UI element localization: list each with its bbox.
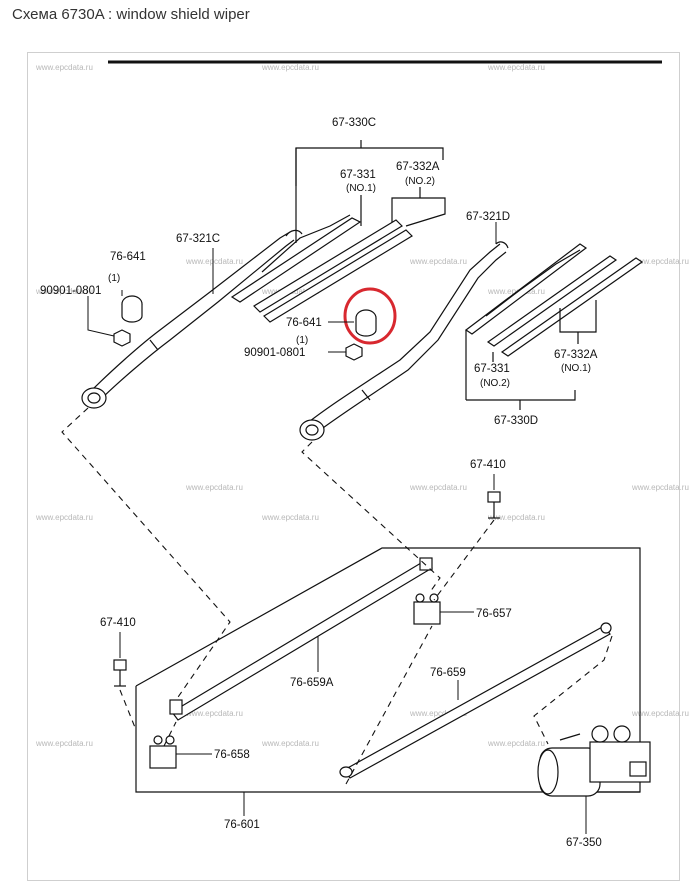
part-labels: 67-330C 67-331 (NO.1) 67-332A (NO.2) 67-…	[40, 117, 602, 849]
cap-76-641-left	[121, 295, 143, 323]
watermark: www.epcdata.ru	[487, 513, 545, 522]
label-76-641-left: 76-641	[110, 251, 146, 263]
bolt-67-410-top	[487, 491, 501, 519]
wiper-blade-assembly-right	[464, 243, 644, 410]
watermark: www.epcdata.ru	[261, 63, 319, 72]
page-title: Схема 6730A : window shield wiper	[12, 6, 250, 23]
dashed-guides	[61, 407, 613, 785]
watermark: www.epcdata.ru	[261, 739, 319, 748]
label-67-332A-no2: 67-332A	[396, 161, 440, 173]
label-76-657: 76-657	[476, 608, 512, 620]
label-67-330D: 67-330D	[494, 415, 538, 427]
label-76-659A: 76-659A	[290, 677, 334, 689]
watermark: www.epcdata.ru	[631, 483, 689, 492]
label-67-331-no1-qty: (NO.1)	[346, 183, 376, 194]
watermark: www.epcdata.ru	[631, 257, 689, 266]
watermark: www.epcdata.ru	[185, 483, 243, 492]
watermark: www.epcdata.ru	[409, 709, 467, 718]
label-90901-0801-left: 90901-0801	[40, 285, 101, 297]
label-67-350: 67-350	[566, 837, 602, 849]
wiper-arm-right	[299, 241, 509, 441]
watermark: www.epcdata.ru	[35, 287, 93, 296]
label-67-332A-no2-qty: (NO.2)	[405, 176, 435, 187]
label-67-321C: 67-321C	[176, 233, 220, 245]
wiper-arm-left	[81, 229, 303, 409]
watermark: www.epcdata.ru	[185, 709, 243, 718]
label-67-331-no2: 67-331	[474, 363, 510, 375]
label-76-659: 76-659	[430, 667, 466, 679]
nut-90901-0801-left	[113, 329, 131, 347]
wiper-blade-assembly-left	[230, 140, 446, 323]
watermarks: www.epcdata.ru www.epcdata.ru www.epcdat…	[35, 63, 689, 748]
label-76-641-left-qty: (1)	[108, 273, 120, 284]
label-67-410-left: 67-410	[100, 617, 136, 629]
watermark: www.epcdata.ru	[261, 513, 319, 522]
label-67-321D: 67-321D	[466, 211, 510, 223]
watermark: www.epcdata.ru	[487, 739, 545, 748]
label-90901-0801-center-qty: (1)	[296, 335, 308, 346]
nut-90901-0801-center	[345, 343, 363, 361]
watermark: www.epcdata.ru	[35, 739, 93, 748]
watermark: www.epcdata.ru	[487, 63, 545, 72]
watermark: www.epcdata.ru	[35, 63, 93, 72]
label-76-601: 76-601	[224, 819, 260, 831]
label-67-332A-no1-qty: (NO.1)	[561, 363, 591, 374]
watermark: www.epcdata.ru	[35, 513, 93, 522]
label-67-332A-no1: 67-332A	[554, 349, 598, 361]
label-67-331-no1: 67-331	[340, 169, 376, 181]
watermark: www.epcdata.ru	[487, 287, 545, 296]
watermark: www.epcdata.ru	[409, 257, 467, 266]
cap-76-641-center	[355, 309, 377, 337]
bolt-67-410-left	[113, 659, 127, 687]
watermark: www.epcdata.ru	[185, 257, 243, 266]
label-67-331-no2-qty: (NO.2)	[480, 378, 510, 389]
label-76-658: 76-658	[214, 749, 250, 761]
label-90901-0801-center: 90901-0801	[244, 347, 305, 359]
label-76-641-center: 76-641	[286, 317, 322, 329]
label-67-410-top: 67-410	[470, 459, 506, 471]
linkage-assembly	[135, 547, 641, 793]
watermark: www.epcdata.ru	[409, 483, 467, 492]
leader-lines	[87, 222, 587, 834]
label-67-330C: 67-330C	[332, 117, 376, 129]
highlight-circle	[343, 287, 397, 345]
watermark: www.epcdata.ru	[631, 709, 689, 718]
wiper-motor-67-350	[537, 725, 651, 797]
